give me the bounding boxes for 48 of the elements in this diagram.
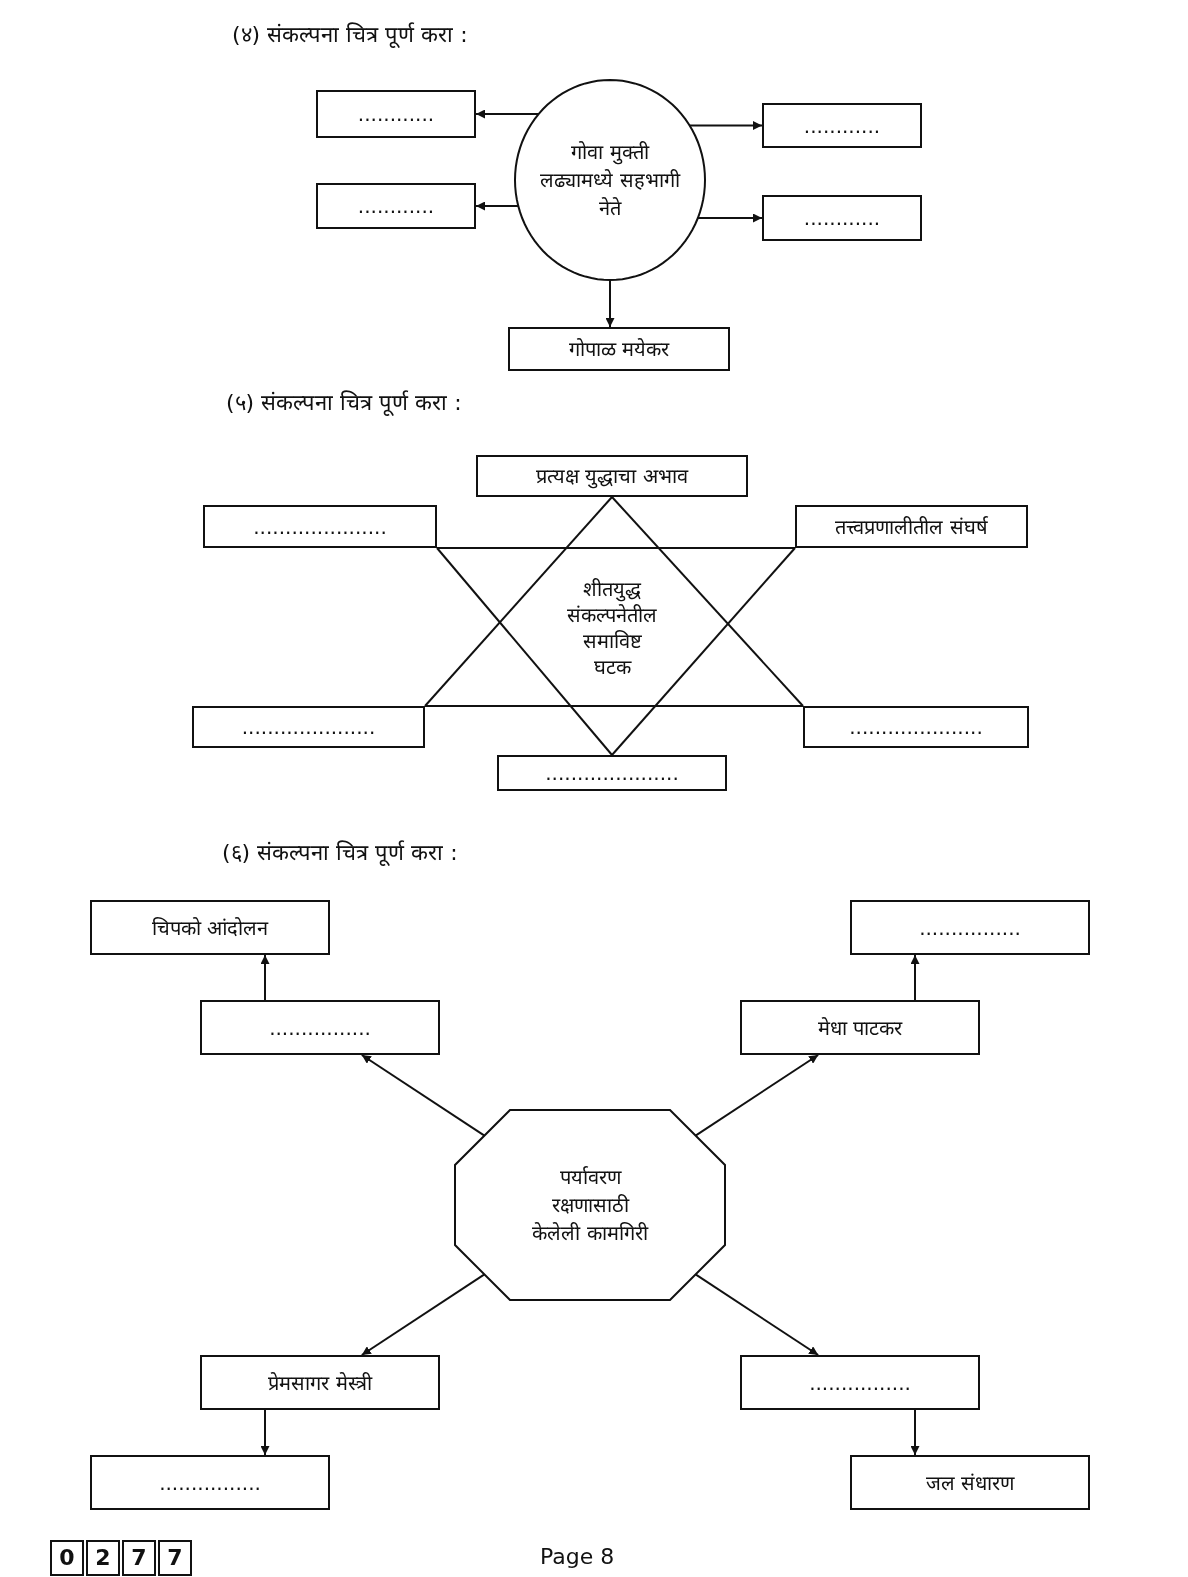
- center-label: शीतयुद्ध संकल्पनेतील समाविष्ट घटक: [564, 576, 660, 680]
- arrow: [910, 954, 920, 1001]
- code-digit: 2: [86, 1540, 120, 1576]
- blank-box: ............: [762, 103, 922, 148]
- arrow: [694, 1273, 820, 1356]
- connector-line: [611, 547, 796, 756]
- answer-box: प्रत्यक्ष युद्धाचा अभाव: [476, 455, 748, 497]
- arrow: [475, 201, 520, 211]
- arrow: [694, 1054, 820, 1137]
- blank-box: ................: [850, 900, 1090, 955]
- blank-box: ............: [762, 195, 922, 241]
- connector-line: [424, 496, 613, 707]
- answer-box: तत्त्वप्रणालीतील संघर्ष: [795, 505, 1028, 548]
- code-digit: 7: [158, 1540, 192, 1576]
- connector-line: [436, 547, 796, 549]
- blank-box: .....................: [203, 505, 437, 548]
- answer-box: प्रेमसागर मेस्त्री: [200, 1355, 440, 1410]
- code-digit: 0: [50, 1540, 84, 1576]
- center-octagon: पर्यावरण रक्षणासाठी केलेली कामगिरी: [455, 1110, 725, 1300]
- arrow: [910, 1409, 920, 1456]
- arrow: [260, 1409, 270, 1456]
- blank-box: ............: [316, 183, 476, 229]
- arrow: [696, 213, 763, 223]
- page-number: Page 8: [540, 1544, 615, 1569]
- code-digit: 7: [122, 1540, 156, 1576]
- question-heading: (५) संकल्पना चित्र पूर्ण करा :: [226, 389, 462, 416]
- arrow: [260, 954, 270, 1001]
- connector-line: [424, 705, 804, 707]
- connector-line: [436, 547, 613, 756]
- blank-box: ................: [740, 1355, 980, 1410]
- answer-box: गोपाळ मयेकर: [508, 327, 730, 371]
- question-heading: (६) संकल्पना चित्र पूर्ण करा :: [222, 839, 458, 866]
- connector-line: [611, 496, 804, 707]
- arrow: [475, 109, 540, 119]
- arrow: [688, 121, 763, 130]
- answer-box: जल संधारण: [850, 1455, 1090, 1510]
- arrow: [360, 1273, 486, 1356]
- blank-box: ............: [316, 90, 476, 138]
- answer-box: चिपको आंदोलन: [90, 900, 330, 955]
- answer-box: मेधा पाटकर: [740, 1000, 980, 1055]
- blank-box: .....................: [497, 755, 727, 791]
- blank-box: .....................: [192, 706, 425, 748]
- question-heading: (४) संकल्पना चित्र पूर्ण करा :: [232, 21, 468, 48]
- blank-box: ................: [200, 1000, 440, 1055]
- blank-box: .....................: [803, 706, 1029, 748]
- arrow: [605, 279, 615, 328]
- blank-box: ................: [90, 1455, 330, 1510]
- arrow: [360, 1054, 486, 1137]
